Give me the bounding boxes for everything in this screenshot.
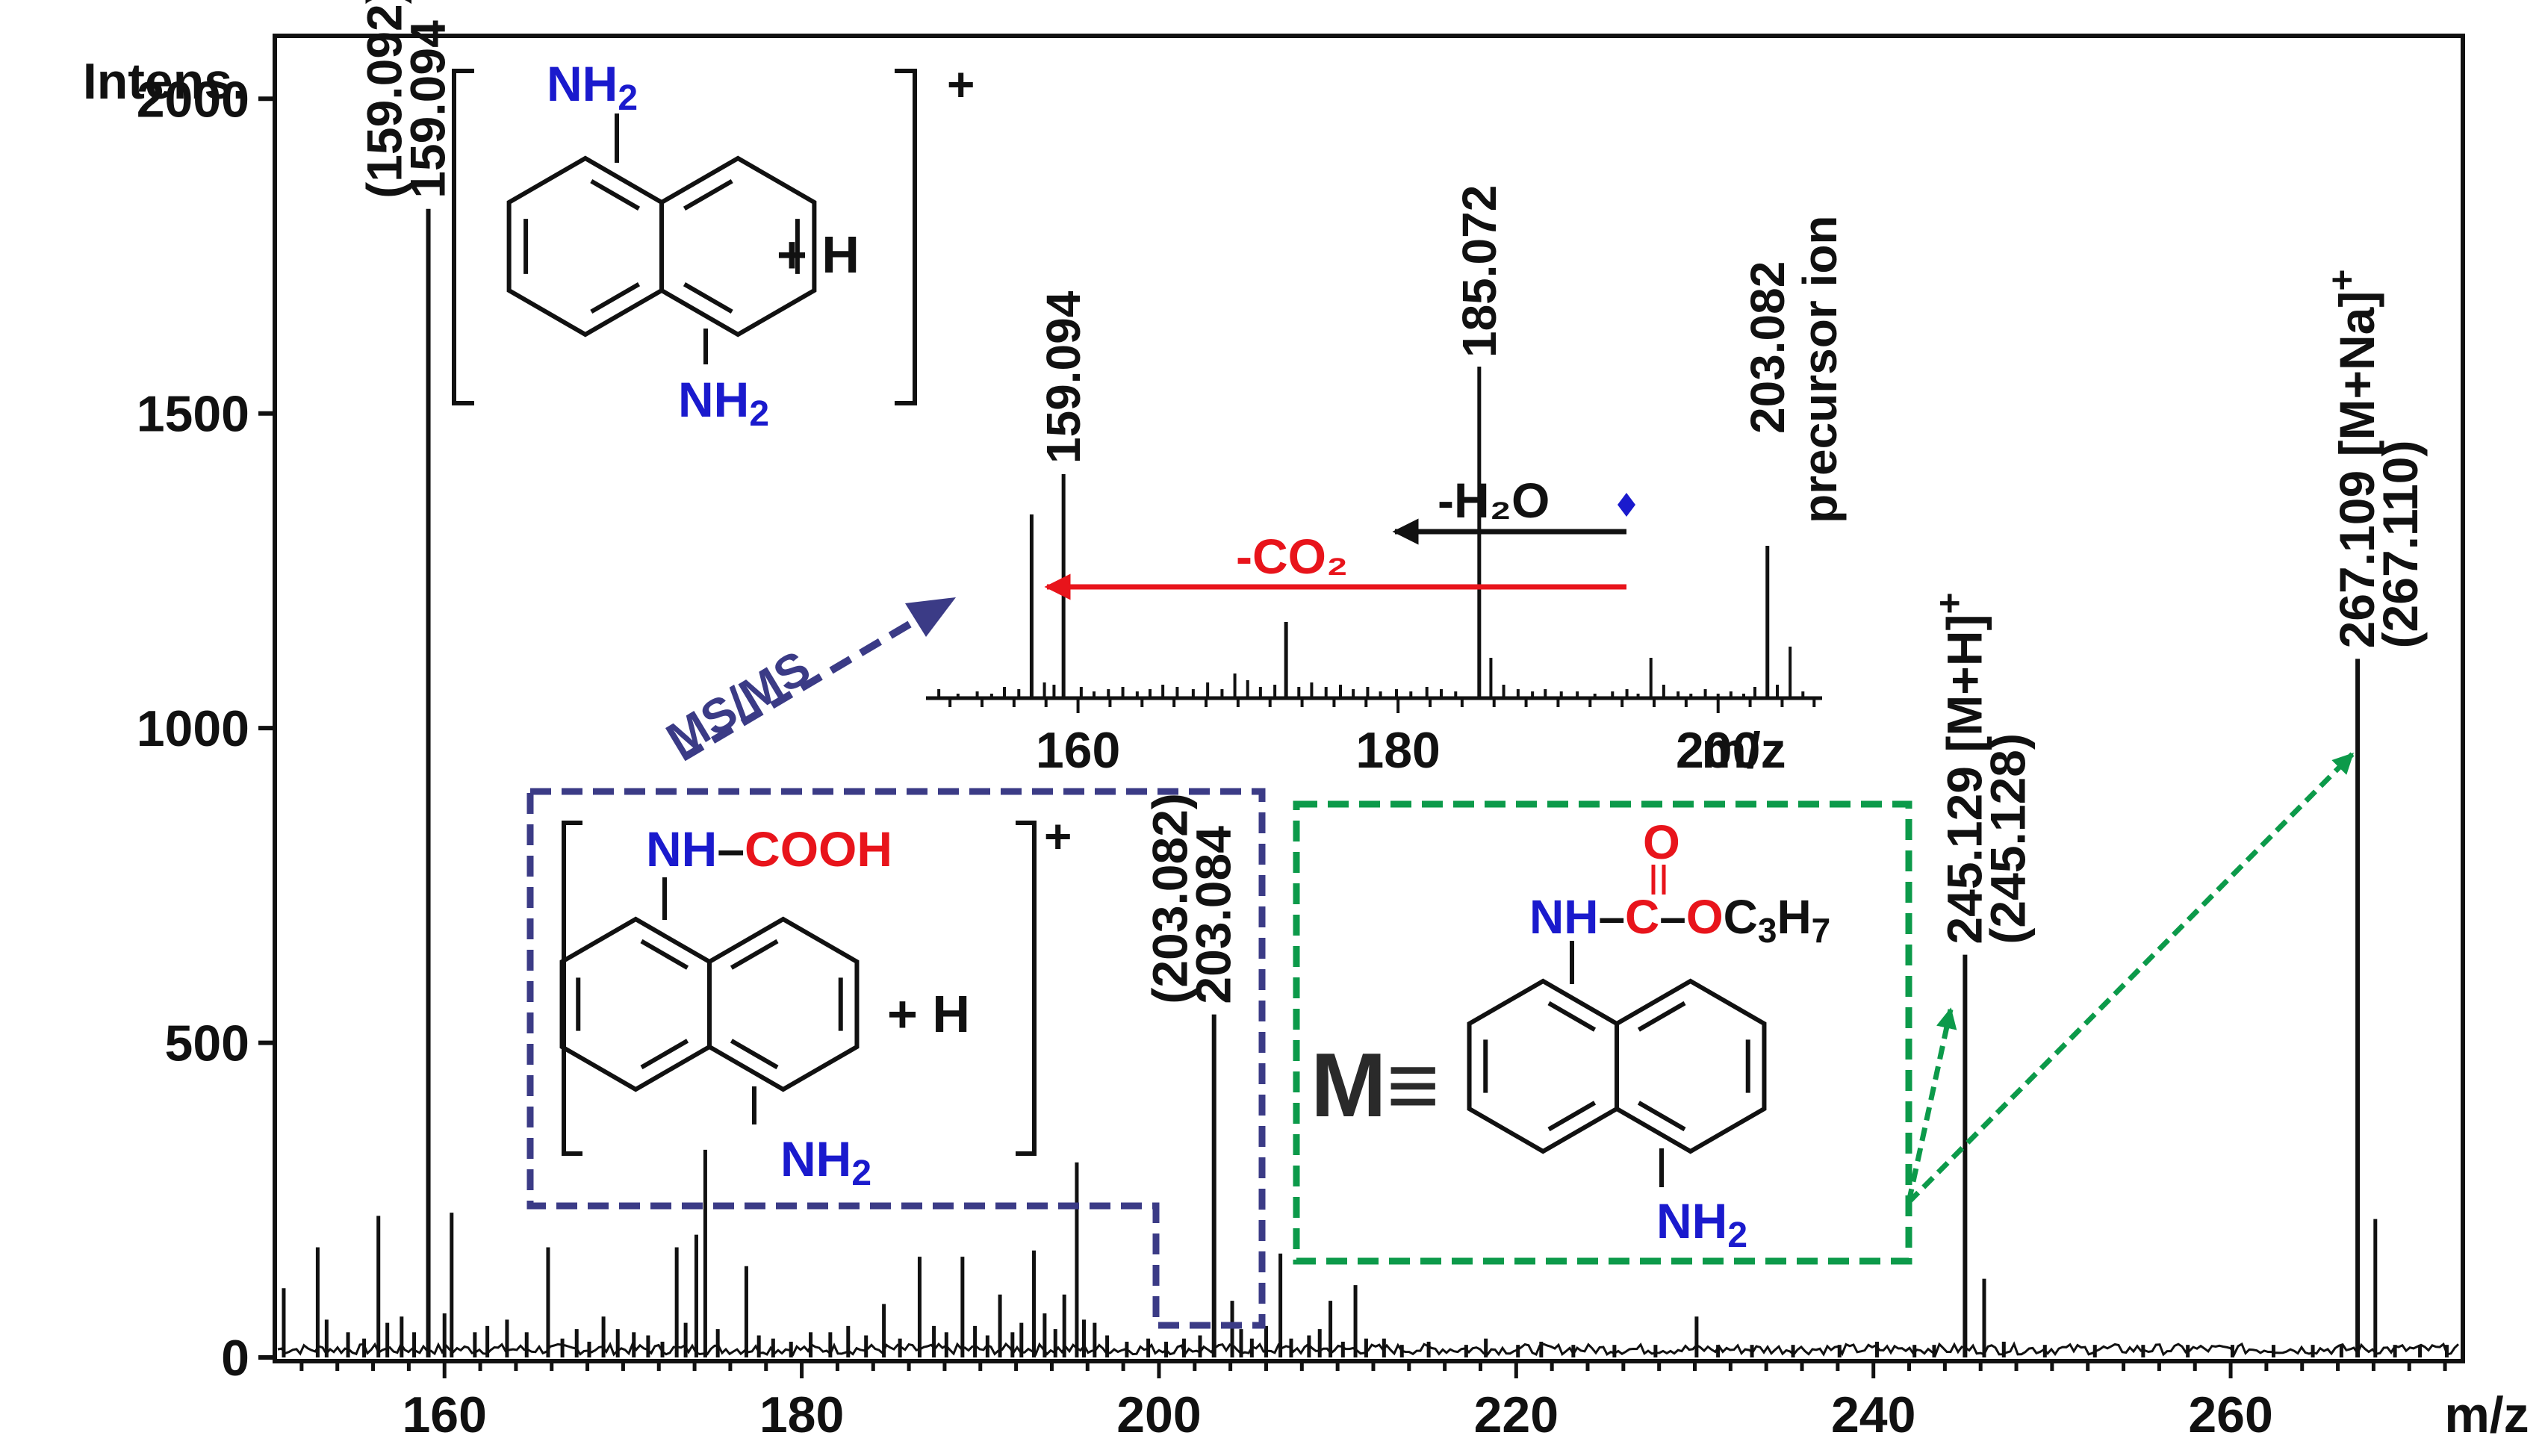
inner-double-bond: [590, 178, 641, 211]
inner-double-bond: [1637, 1001, 1686, 1032]
main-peak-label-sup: +: [1928, 592, 1970, 614]
main-peak-label-text: 203.084: [1186, 826, 1241, 1004]
main-peak-label-text: 245.129 [M+H]: [1936, 615, 1992, 945]
inset-x-axis-label: m/z: [1701, 722, 1786, 779]
plus-h-label-2: + H: [887, 985, 970, 1043]
amine-bottom-label-2: NH2: [780, 1131, 871, 1193]
green-arrow-to-mh: [1906, 1007, 1957, 1203]
inner-double-bond: [730, 1039, 779, 1070]
main-peak-label-text: (203.082): [1143, 793, 1198, 1004]
y-tick-label: 500: [165, 1015, 249, 1072]
x-tick-label: 240: [1831, 1387, 1915, 1443]
inset-peak-label: 203.082: [1741, 261, 1794, 434]
inner-double-bond: [683, 282, 733, 314]
msms-inset: 160 180 200 m/z 159.094 185.072 203.082precu…: [926, 185, 1847, 779]
main-peak-label-text: (245.128): [1980, 733, 2035, 945]
y-tick-label: 1000: [137, 700, 249, 757]
inset-x-tick-label: 160: [1036, 722, 1120, 779]
inner-double-bond: [640, 939, 689, 970]
carbamic-acid-structure: + NH–COOH NH2 + H: [559, 809, 1072, 1193]
charge-plus-2: +: [1044, 809, 1072, 863]
x-axis-label: m/z: [2444, 1387, 2529, 1443]
carbamate-dashed-box: [1293, 800, 1912, 1265]
diamine-structure: + NH2 NH2 + H: [452, 56, 975, 434]
main-peaks: [282, 208, 2449, 1357]
naphthalene-rings-3: [1467, 978, 1767, 1154]
benzene-ring: [1467, 978, 1619, 1154]
amine-bottom-label-3: NH2: [1656, 1193, 1747, 1255]
carbamic-acid-dashed-box: [526, 788, 1266, 1329]
inner-double-bond: [1637, 1101, 1686, 1132]
green-arrow-to-mna: [1907, 752, 2355, 1204]
benzene-ring: [659, 155, 817, 337]
main-peak-label-text: 159.094: [400, 20, 456, 199]
inner-double-bond: [1547, 1001, 1597, 1032]
x-tick-label: 220: [1474, 1387, 1559, 1443]
inner-double-bond: [640, 1039, 689, 1070]
main-peak-label: 203.084: [1186, 826, 1241, 1004]
msms-arrowhead: [905, 597, 956, 637]
inset-x-tick-label: 180: [1355, 722, 1440, 779]
h2o-loss-label: -H₂O: [1438, 473, 1550, 528]
main-x-ticks: 160 180 200 220 240 260: [299, 1361, 2447, 1443]
benzene-ring: [506, 155, 664, 337]
y-tick-label: 1500: [137, 386, 249, 443]
naphthalene-rings: [506, 155, 817, 337]
bracket-right-2: [1016, 821, 1037, 1156]
benzene-ring: [559, 916, 712, 1092]
inner-double-bond: [730, 939, 779, 970]
main-peak-label: 267.109 [M+Na]+: [2321, 269, 2384, 648]
main-plot-frame: [273, 34, 2465, 1363]
plus-h-label: + H: [777, 225, 860, 284]
charge-plus: +: [947, 57, 975, 111]
carbamate-chain-label: NH–C–OC3H7: [1529, 890, 1830, 950]
inset-x-tick-label: 200: [1676, 722, 1760, 779]
y-axis-label: Intens.: [83, 53, 246, 110]
inner-double-bond: [683, 178, 733, 211]
amine-bottom-label: NH2: [678, 372, 769, 434]
amine-top-label: NH2: [547, 56, 638, 118]
carbamic-top-label: NH–COOH: [646, 821, 892, 877]
y-tick-label: 0: [221, 1330, 249, 1387]
x-tick-label: 160: [402, 1387, 486, 1443]
inset-peak-label: 185.072: [1452, 185, 1506, 358]
main-peak-labels: 159.094(159.092)203.084(203.082)245.129 …: [357, 0, 2429, 1004]
naphthalene-rings-2: [559, 916, 860, 1092]
precursor-diamond-marker: [1618, 493, 1635, 517]
main-peak-label: (267.110): [2372, 441, 2428, 649]
co2-loss-label: -CO₂: [1236, 529, 1348, 584]
bracket-right: [895, 69, 917, 405]
benzene-ring: [1615, 978, 1767, 1154]
m-equiv-label: M≡: [1311, 1034, 1440, 1136]
x-tick-label: 180: [759, 1387, 844, 1443]
carbamate-structure: M≡ O NH–C–OC3H7 NH2: [1311, 815, 1830, 1255]
msms-arrow: [681, 601, 945, 762]
inner-double-bond: [1547, 1101, 1597, 1132]
bracket-left: [452, 69, 474, 405]
msms-label: MS/MS: [657, 640, 819, 767]
y-tick-label: 2000: [137, 71, 249, 128]
x-tick-label: 200: [1116, 1387, 1201, 1443]
main-peak-label-sup: +: [2321, 269, 2363, 290]
inset-peak-label: 159.094: [1037, 290, 1090, 464]
carbonyl-o-label: O: [1643, 815, 1680, 869]
main-peak-label: 159.094: [400, 20, 456, 199]
main-peak-label-text: 267.109 [M+Na]: [2329, 291, 2384, 649]
main-y-ticks: 0 500 1000 1500 2000: [137, 71, 275, 1387]
main-peak-label: 245.129 [M+H]+: [1928, 592, 1992, 944]
main-peak-label: (203.082): [1143, 793, 1198, 1004]
inner-double-bond: [590, 282, 641, 314]
inset-x-ticks: 160 180 200: [948, 698, 1816, 779]
main-peak-label: (159.092): [357, 0, 412, 199]
benzene-ring: [707, 916, 860, 1092]
main-peak-label: (245.128): [1980, 733, 2035, 945]
x-tick-label: 260: [2188, 1387, 2272, 1443]
inset-peak-label: precursor ion: [1793, 215, 1847, 523]
main-peak-label-text: (159.092): [357, 0, 412, 199]
main-peak-label-text: (267.110): [2372, 441, 2428, 649]
